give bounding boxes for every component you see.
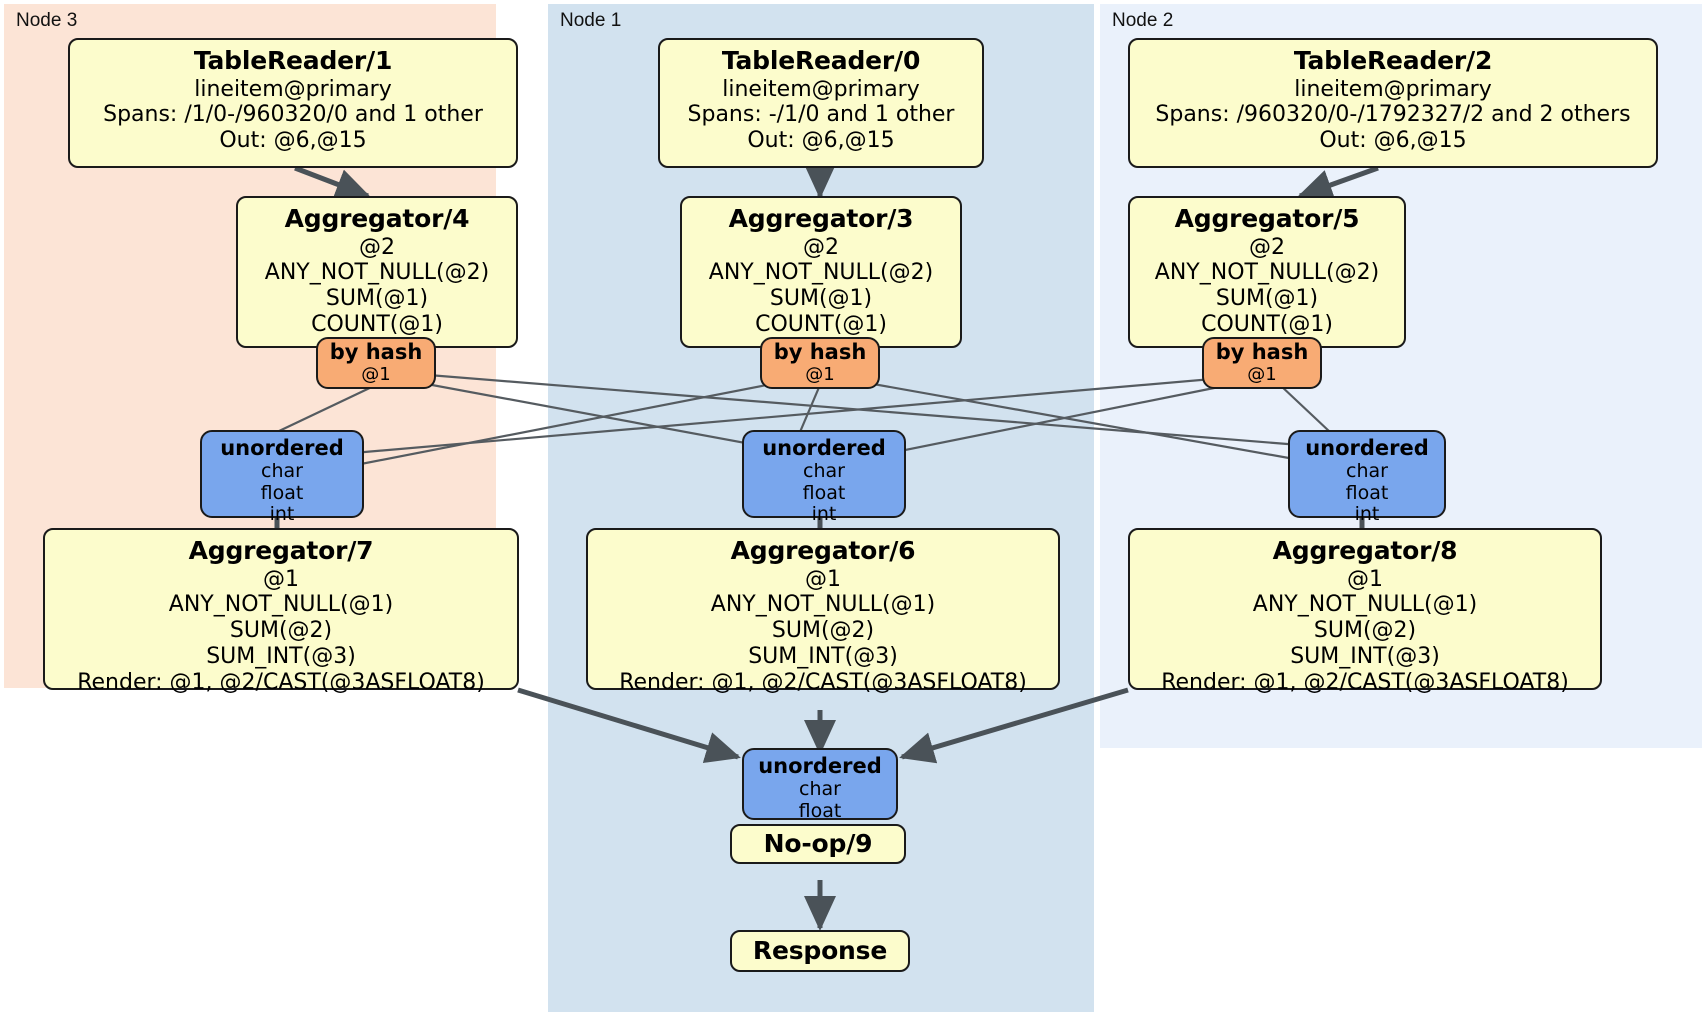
processor-detail: @1	[1347, 566, 1383, 592]
processor-detail: @1	[263, 566, 299, 592]
processor-detail: Spans: -/1/0 and 1 other	[687, 102, 955, 128]
processor-aggregator-3[interactable]: Aggregator/3 @2 ANY_NOT_NULL(@2) SUM(@1)…	[680, 196, 962, 348]
processor-detail: SUM_INT(@3)	[748, 644, 898, 670]
processor-detail: Render: @1, @2/CAST(@3ASFLOAT8)	[77, 670, 485, 696]
processor-detail: SUM(@2)	[1313, 618, 1417, 644]
synchronizer-type: char	[261, 459, 303, 482]
processor-aggregator-5[interactable]: Aggregator/5 @2 ANY_NOT_NULL(@2) SUM(@1)…	[1128, 196, 1406, 348]
processor-detail: SUM(@2)	[771, 618, 875, 644]
router-subtitle: @1	[1247, 363, 1277, 385]
processor-detail: Out: @6,@15	[747, 128, 895, 154]
processor-aggregator-6[interactable]: Aggregator/6 @1 ANY_NOT_NULL(@1) SUM(@2)…	[586, 528, 1060, 695]
router-by-hash-aggregator-3[interactable]: by hash @1	[760, 337, 880, 389]
processor-title: Aggregator/3	[728, 204, 914, 233]
synchronizer-unordered-aggregator-8[interactable]: unordered char float int	[1288, 430, 1446, 525]
processor-detail: lineitem@primary	[722, 76, 920, 102]
processor-detail: @2	[359, 234, 395, 260]
processor-title: TableReader/2	[1293, 46, 1493, 75]
synchronizer-title: unordered	[762, 436, 886, 460]
processor-detail: Spans: /960320/0-/1792327/2 and 2 others	[1155, 102, 1631, 128]
router-title: by hash	[773, 340, 867, 364]
processor-detail: COUNT(@1)	[755, 312, 887, 338]
processor-detail: SUM_INT(@3)	[1290, 644, 1440, 670]
synchronizer-title: unordered	[220, 436, 344, 460]
processor-title: Aggregator/4	[284, 204, 470, 233]
router-subtitle: @1	[805, 363, 835, 385]
processor-detail: ANY_NOT_NULL(@2)	[708, 260, 934, 286]
processor-detail: ANY_NOT_NULL(@1)	[710, 592, 936, 618]
processor-aggregator-7[interactable]: Aggregator/7 @1 ANY_NOT_NULL(@1) SUM(@2)…	[43, 528, 519, 695]
synchronizer-type: float	[1345, 481, 1389, 504]
node-panel-label-node1: Node 1	[560, 10, 622, 31]
processor-title: Aggregator/8	[1272, 536, 1458, 565]
processor-title: No-op/9	[763, 828, 873, 858]
synchronizer-type: char	[1346, 459, 1388, 482]
processor-title: TableReader/0	[721, 46, 921, 75]
processor-detail: COUNT(@1)	[1201, 312, 1333, 338]
processor-title: Aggregator/5	[1174, 204, 1360, 233]
synchronizer-type: int	[269, 503, 295, 526]
synchronizer-type: int	[811, 503, 837, 526]
processor-title: TableReader/1	[193, 46, 393, 75]
processor-detail: lineitem@primary	[194, 76, 392, 102]
router-title: by hash	[1215, 340, 1309, 364]
processor-aggregator-4[interactable]: Aggregator/4 @2 ANY_NOT_NULL(@2) SUM(@1)…	[236, 196, 518, 348]
synchronizer-unordered-aggregator-6[interactable]: unordered char float int	[742, 430, 906, 525]
processor-detail: COUNT(@1)	[311, 312, 443, 338]
processor-table-reader-1[interactable]: TableReader/1 lineitem@primary Spans: /1…	[68, 38, 518, 168]
processor-table-reader-0[interactable]: TableReader/0 lineitem@primary Spans: -/…	[658, 38, 984, 168]
processor-detail: Out: @6,@15	[1319, 128, 1467, 154]
node-panel-label-node2: Node 2	[1112, 10, 1174, 31]
processor-detail: ANY_NOT_NULL(@1)	[168, 592, 394, 618]
processor-detail: ANY_NOT_NULL(@2)	[1154, 260, 1380, 286]
processor-table-reader-2[interactable]: TableReader/2 lineitem@primary Spans: /9…	[1128, 38, 1658, 168]
synchronizer-type: float	[798, 799, 842, 822]
processor-detail: SUM(@1)	[769, 286, 873, 312]
synchronizer-type: int	[1354, 503, 1380, 526]
processor-detail: Render: @1, @2/CAST(@3ASFLOAT8)	[619, 670, 1027, 696]
synchronizer-title: unordered	[1305, 436, 1429, 460]
processor-detail: Render: @1, @2/CAST(@3ASFLOAT8)	[1161, 670, 1569, 696]
synchronizer-type: char	[803, 459, 845, 482]
processor-response[interactable]: Response	[730, 930, 910, 972]
processor-detail: @2	[1249, 234, 1285, 260]
processor-title: Response	[752, 935, 888, 965]
processor-aggregator-8[interactable]: Aggregator/8 @1 ANY_NOT_NULL(@1) SUM(@2)…	[1128, 528, 1602, 695]
synchronizer-unordered-final[interactable]: unordered char float	[742, 748, 898, 822]
processor-detail: @2	[803, 234, 839, 260]
processor-detail: ANY_NOT_NULL(@1)	[1252, 592, 1478, 618]
processor-detail: Out: @6,@15	[219, 128, 367, 154]
processor-detail: SUM_INT(@3)	[206, 644, 356, 670]
processor-detail: SUM(@1)	[325, 286, 429, 312]
synchronizer-type: char	[799, 777, 841, 800]
processor-detail: SUM(@1)	[1215, 286, 1319, 312]
router-title: by hash	[329, 340, 423, 364]
synchronizer-type: float	[802, 481, 846, 504]
processor-title: Aggregator/7	[188, 536, 374, 565]
processor-detail: Spans: /1/0-/960320/0 and 1 other	[103, 102, 483, 128]
router-by-hash-aggregator-5[interactable]: by hash @1	[1202, 337, 1322, 389]
synchronizer-type: float	[260, 481, 304, 504]
processor-detail: ANY_NOT_NULL(@2)	[264, 260, 490, 286]
processor-detail: @1	[805, 566, 841, 592]
node-panel-label-node3: Node 3	[16, 10, 78, 31]
processor-detail: lineitem@primary	[1294, 76, 1492, 102]
processor-detail: SUM(@2)	[229, 618, 333, 644]
router-by-hash-aggregator-4[interactable]: by hash @1	[316, 337, 436, 389]
processor-title: Aggregator/6	[730, 536, 916, 565]
synchronizer-unordered-aggregator-7[interactable]: unordered char float int	[200, 430, 364, 525]
router-subtitle: @1	[361, 363, 391, 385]
processor-noop-9[interactable]: No-op/9	[730, 824, 906, 864]
synchronizer-title: unordered	[758, 754, 882, 778]
